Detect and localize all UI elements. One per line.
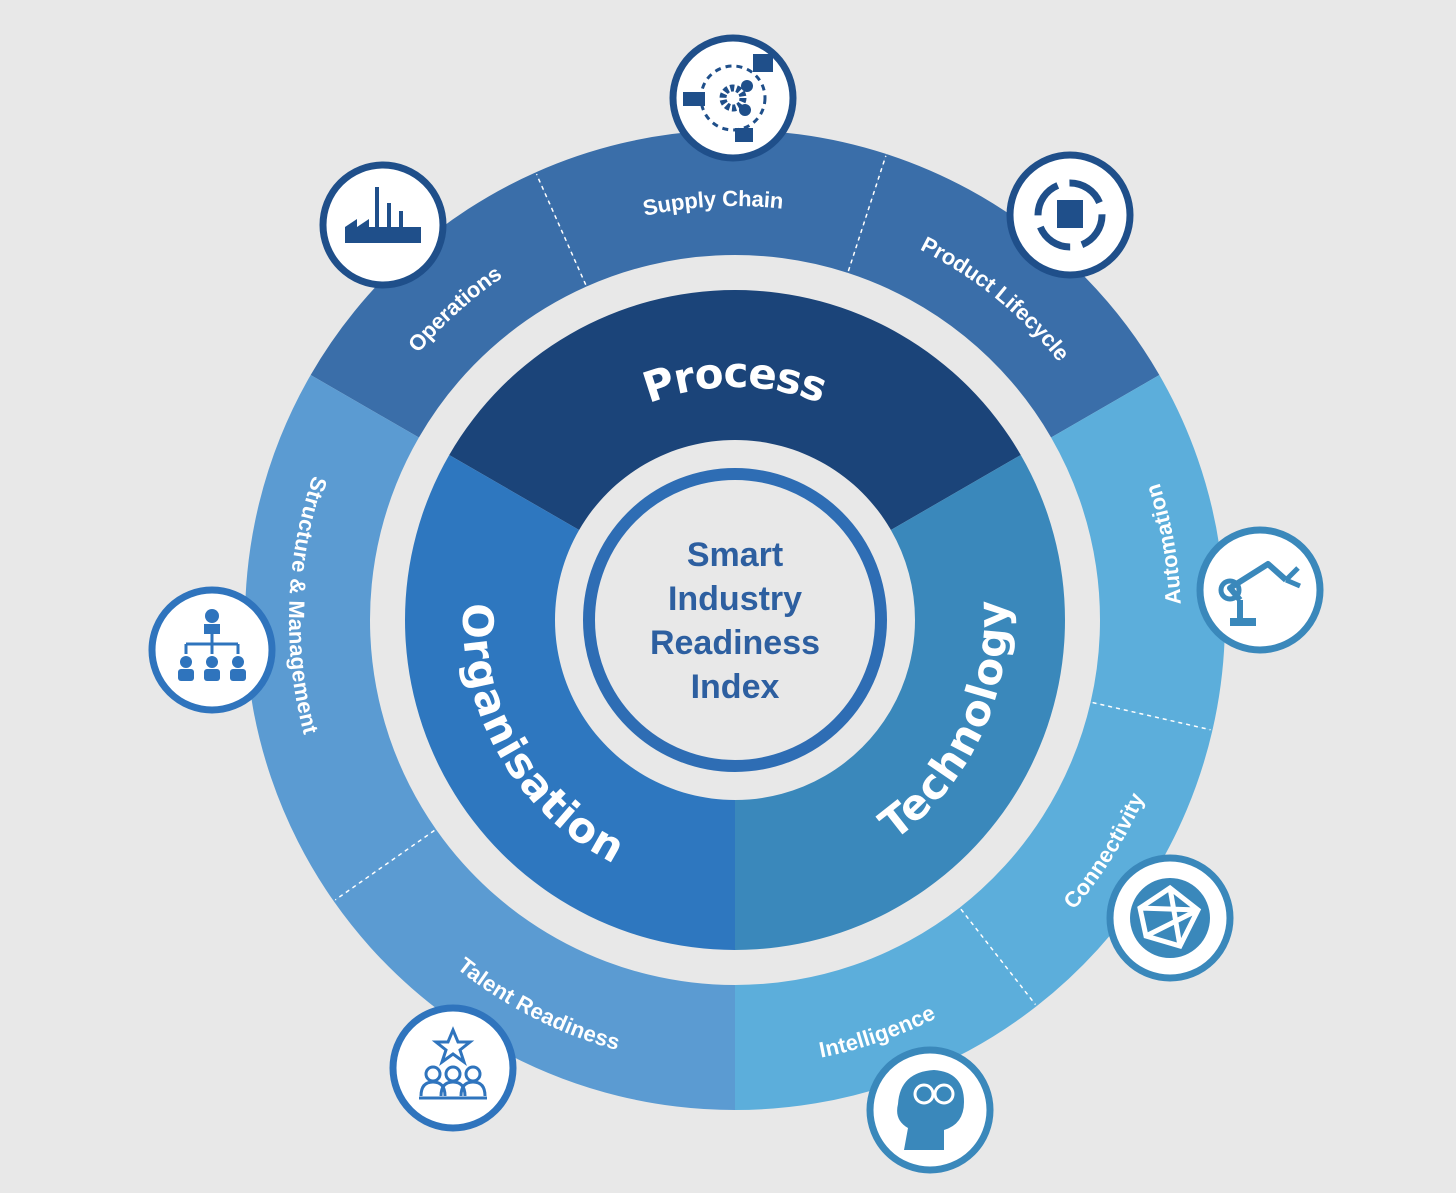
dimension-segment-supply-chain — [535, 129, 887, 287]
dimension-segment-talent-readiness — [333, 829, 735, 1110]
center-circle: Smart Industry Readiness Index — [583, 468, 887, 772]
title-line-1: Smart — [687, 536, 783, 574]
pillar-segment-process — [449, 290, 1021, 530]
dimension-segment-connectivity — [959, 702, 1213, 1007]
pillar-segment-technology — [735, 455, 1065, 950]
factory-icon — [319, 161, 447, 289]
outer-ring — [245, 129, 1225, 1110]
dimension-segment-intelligence — [735, 907, 1037, 1110]
title-line-3: Readiness — [650, 624, 820, 662]
dimension-segment-product-lifecycle — [847, 153, 1160, 438]
dimension-icons — [148, 34, 1324, 1174]
dimension-segment-operations — [310, 172, 587, 438]
brain-head-icon — [866, 1046, 994, 1174]
team-star-icon — [389, 1004, 517, 1132]
org-chart-icon — [148, 586, 276, 714]
pillar-segment-organisation — [405, 455, 735, 950]
pillar-ring — [405, 290, 1065, 950]
title-line-4: Index — [691, 668, 780, 706]
dimension-segment-structure-management — [245, 375, 437, 902]
title-line-2: Industry — [668, 580, 802, 618]
robot-arm-icon — [1196, 526, 1324, 654]
product-cycle-icon — [1006, 151, 1134, 279]
globe-network-icon — [1106, 854, 1234, 982]
dimension-segment-automation — [1051, 375, 1225, 731]
supply-chain-gears-icon — [669, 34, 797, 162]
center-ring — [583, 468, 887, 772]
